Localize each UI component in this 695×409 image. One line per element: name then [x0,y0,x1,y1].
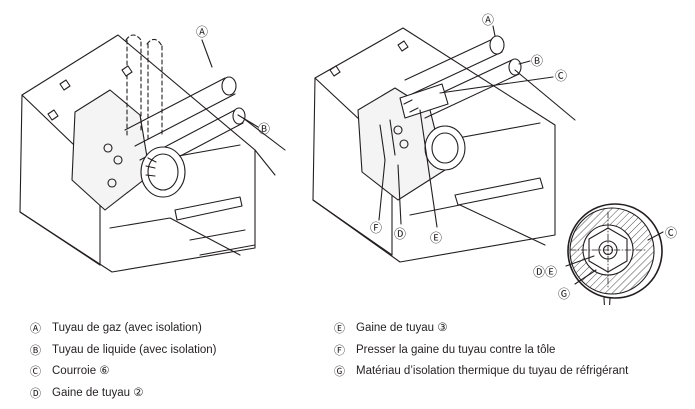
legend-marker: Ⓐ [30,322,41,336]
callout-f-mid: Ⓕ [370,221,382,235]
callout-c-mid: Ⓒ [555,69,567,83]
legend-text: Gaine de tuyau ② [52,386,144,399]
callout-b-left: Ⓑ [258,122,270,136]
callout-c-detail: Ⓒ [665,226,677,240]
callout-a-left: Ⓐ [196,25,208,39]
legend-marker: Ⓒ [30,365,41,379]
callout-e-mid: Ⓔ [430,231,442,245]
legend-text: Courroie ⑥ [52,365,110,378]
legend-item-b: Ⓑ Tuyau de liquide (avec isolation) [30,340,217,362]
pipe-cross-section-detail [565,203,664,305]
callout-b-mid: Ⓑ [531,54,543,68]
legend-right-column: Ⓔ Gaine de tuyau ③ Ⓕ Presser la gaine du… [334,318,628,383]
legend-marker: Ⓓ [30,386,41,400]
legend-text: Presser la gaine du tuyau contre la tôle [356,343,556,356]
legend-text: Tuyau de liquide (avec isolation) [52,343,217,356]
legend-left-column: Ⓐ Tuyau de gaz (avec isolation) Ⓑ Tuyau … [30,318,217,404]
legend-marker: Ⓕ [334,343,345,357]
callout-a-mid: Ⓐ [482,13,494,27]
legend-marker: Ⓔ [334,322,345,336]
legend-text: Gaine de tuyau ③ [356,322,448,335]
legend-text: Matériau d’isolation thermique du tuyau … [356,365,629,378]
left-unit-illustration [19,34,286,273]
middle-unit-illustration [312,25,576,263]
legend-item-d: Ⓓ Gaine de tuyau ② [30,383,217,405]
callout-d-mid: Ⓓ [394,227,406,241]
legend-text: Tuyau de gaz (avec isolation) [52,322,202,335]
callout-g-detail: Ⓖ [558,287,570,301]
legend-item-e: Ⓔ Gaine de tuyau ③ [334,318,628,340]
legend-marker: Ⓖ [334,365,345,379]
callout-de-detail: ⒹⒺ [533,265,557,279]
installation-diagram: Ⓐ Ⓑ Ⓐ Ⓑ Ⓒ Ⓕ Ⓓ Ⓔ [19,13,677,305]
legend-marker: Ⓑ [30,343,41,357]
legend-item-a: Ⓐ Tuyau de gaz (avec isolation) [30,318,217,340]
legend-item-c: Ⓒ Courroie ⑥ [30,361,217,383]
legend-item-g: Ⓖ Matériau d’isolation thermique du tuya… [334,361,628,383]
legend-item-f: Ⓕ Presser la gaine du tuyau contre la tô… [334,340,628,362]
